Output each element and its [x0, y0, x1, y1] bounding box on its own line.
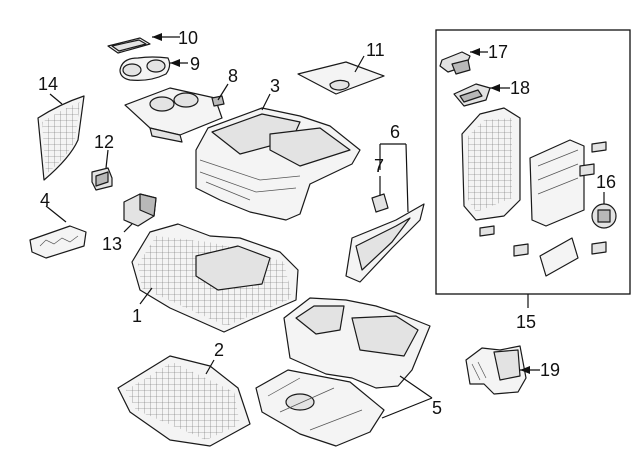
part-6-side-trim [345, 203, 425, 283]
callout-11: 11 [366, 40, 385, 60]
kit-15-box [435, 29, 631, 295]
leader-13 [123, 223, 133, 233]
leader-5 [381, 375, 433, 419]
part-13-block [123, 193, 157, 227]
leader-2 [205, 359, 215, 375]
part-1-lower-frame [131, 223, 299, 333]
leader-14 [49, 93, 63, 105]
callout-14: 14 [38, 74, 58, 94]
part-5-console-base [283, 297, 431, 389]
callout-2: 2 [214, 340, 224, 360]
callout-6: 6 [390, 122, 400, 142]
arrow-18 [490, 84, 500, 92]
callout-16: 16 [596, 172, 616, 192]
callout-18: 18 [510, 78, 530, 98]
leader-8 [217, 83, 229, 101]
callout-3: 3 [270, 76, 280, 96]
arrow-19 [520, 366, 530, 374]
callout-12: 12 [94, 132, 114, 152]
leader-1 [139, 287, 153, 305]
part-14-grille [37, 95, 85, 181]
callout-19: 19 [540, 360, 560, 380]
part-15-armrest [461, 107, 595, 277]
arrow-17 [470, 48, 480, 56]
part-2-floor-bracket [117, 355, 251, 447]
part-11-lid [297, 61, 385, 95]
callout-13: 13 [102, 234, 122, 254]
fasteners [479, 141, 607, 257]
part-7-clip [371, 193, 389, 213]
part-16-knob [591, 203, 617, 229]
part-19-connector [465, 345, 527, 395]
part-8-top-panel [124, 87, 225, 143]
callout-9: 9 [190, 54, 200, 74]
part-17-latch [439, 51, 471, 75]
callout-1: 1 [132, 306, 142, 326]
arrow-10 [152, 33, 162, 41]
callout-5: 5 [432, 398, 442, 418]
part-10-tray [107, 37, 151, 54]
part-4-bracket [29, 225, 87, 259]
leader-12 [105, 149, 109, 169]
arrow-9 [170, 59, 180, 67]
callout-17: 17 [488, 42, 508, 62]
leader-6 [379, 143, 409, 213]
leader-4 [45, 205, 67, 223]
callout-10: 10 [178, 28, 198, 48]
part-18-handle [453, 83, 491, 107]
callout-4: 4 [40, 190, 50, 210]
leader-11 [354, 55, 365, 73]
leader-3 [261, 93, 271, 111]
part-3-upper-housing [195, 107, 361, 221]
callout-7: 7 [374, 156, 384, 176]
callout-8: 8 [228, 66, 238, 86]
part-5-floor-plate [255, 369, 385, 447]
part-9-cupholder [119, 56, 171, 81]
part-12-clip [91, 167, 113, 191]
callout-15: 15 [516, 312, 536, 332]
